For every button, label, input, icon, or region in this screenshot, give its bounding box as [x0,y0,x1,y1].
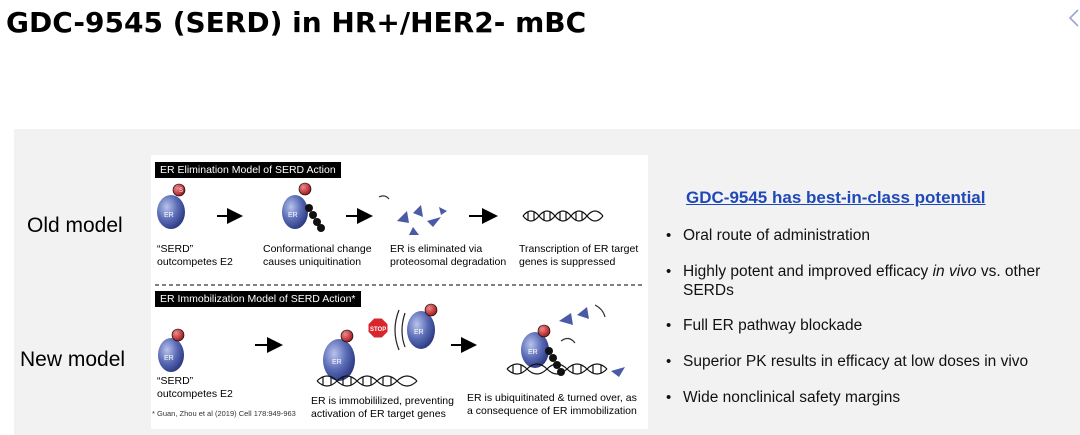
old-model-label: Old model [27,214,123,237]
er-label: ER [528,349,538,356]
elimination-model-tag: ER Elimination Model of SERD Action [155,162,341,178]
dna-icon [522,210,604,222]
immobilized-er-icon [323,303,438,381]
stop-sign-icon [367,317,389,339]
slide-title: GDC-9545 (SERD) in HR+/HER2- mBC [6,6,587,39]
degraded-er-fragments-icon [378,195,447,235]
immobilization-model-tag: ER Immobilization Model of SERD Action* [155,291,361,307]
benefits-list: Oral route of administration Highly pote… [666,226,1076,424]
stop-label: STOP [370,327,387,333]
mechanism-illustration: S [155,182,643,387]
new-caption-1: “SERD”outcompetes E2 [157,375,233,400]
er-label: ER [164,212,174,219]
er-label: ER [414,329,424,336]
list-item: Highly potent and improved efficacy in v… [666,262,1076,300]
old-model-row: S [157,182,604,235]
er-protein-icon: S [157,183,186,229]
serd-mechanism-figure: S [151,155,648,429]
citation: * Guan, Zhou et al (2019) Cell 178:949-9… [152,409,296,418]
list-item: Oral route of administration [666,226,1076,245]
old-caption-1: “SERD”outcompetes E2 [157,243,233,268]
benefits-heading[interactable]: GDC-9545 has best-in-class potential [686,188,986,207]
list-item: Wide nonclinical safety margins [666,388,1076,407]
list-item: Full ER pathway blockade [666,316,1076,335]
dna-icon [316,375,418,387]
new-model-row [158,303,625,387]
er-label: ER [164,355,174,362]
ubiquitinated-er-icon [282,182,325,232]
chevron-left-icon[interactable] [1062,0,1080,36]
svg-text:S: S [179,188,183,194]
dna-icon [506,363,608,375]
er-protein-icon [158,328,185,372]
er-label: ER [288,212,298,219]
ubiquitinated-er-icon [521,304,625,377]
list-item: Superior PK results in efficacy at low d… [666,352,1076,371]
new-model-label: New model [20,348,126,371]
er-label: ER [332,359,342,366]
